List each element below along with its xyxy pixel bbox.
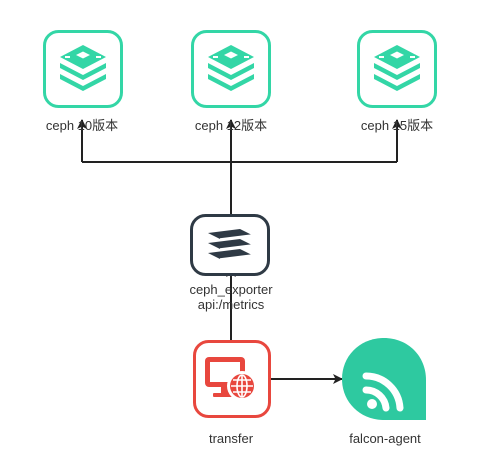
transfer-label: transfer [208, 431, 254, 446]
ceph-exporter-disks-icon[interactable] [190, 214, 270, 276]
transfer-monitor-globe-icon[interactable] [193, 340, 271, 418]
ceph-15-storage-icon[interactable] [357, 30, 437, 108]
ceph-exporter-endpoint: api:/metrics [197, 297, 265, 312]
ceph-15-label: ceph 15版本 [360, 118, 434, 133]
ceph-12-storage-icon[interactable] [191, 30, 271, 108]
falcon-agent-wifi-icon[interactable] [342, 338, 428, 420]
falcon-agent-label: falcon-agent [349, 431, 421, 446]
ceph-10-storage-icon[interactable] [43, 30, 123, 108]
ceph-12-label: ceph 12版本 [194, 118, 268, 133]
ceph-exporter-label: ceph_exporter api:/metrics [189, 282, 272, 312]
ceph-exporter-name: ceph_exporter [189, 282, 273, 297]
ceph-10-label: ceph 10版本 [45, 118, 119, 133]
